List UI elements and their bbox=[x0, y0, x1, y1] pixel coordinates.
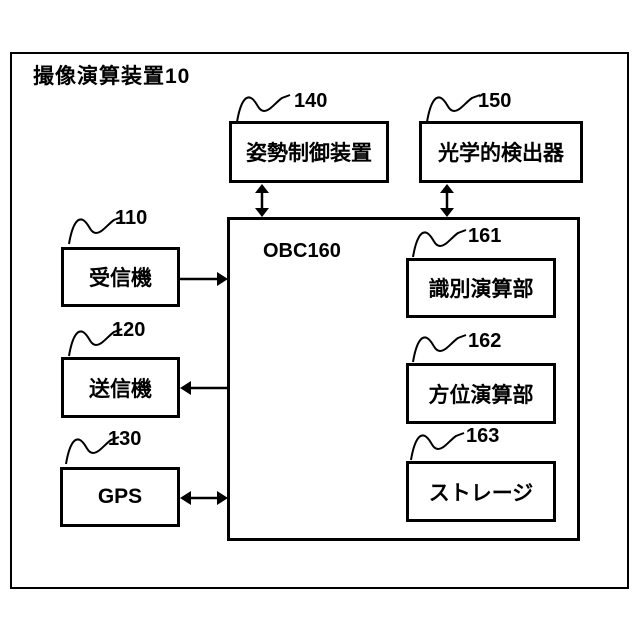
ref-label-161: 161 bbox=[468, 225, 502, 247]
ref-label-140: 140 bbox=[294, 90, 328, 112]
arrow-gps-obc-bidirectional-icon bbox=[180, 491, 228, 505]
lead-line-162-icon bbox=[412, 334, 467, 363]
block-optical-detector: 光学的検出器 bbox=[419, 121, 583, 183]
lead-line-163-icon bbox=[410, 432, 465, 461]
block-receiver: 受信機 bbox=[61, 247, 180, 307]
lead-line-140-icon bbox=[236, 94, 291, 123]
block-attitude-control-label: 姿勢制御装置 bbox=[246, 142, 372, 165]
block-azimuth-unit: 方位演算部 bbox=[406, 363, 556, 424]
ref-label-120: 120 bbox=[112, 319, 146, 341]
arrow-receiver-to-obc-icon bbox=[180, 272, 228, 286]
block-gps: GPS bbox=[60, 467, 180, 527]
ref-label-130: 130 bbox=[108, 428, 142, 450]
block-attitude-control: 姿勢制御装置 bbox=[229, 121, 389, 183]
block-storage: ストレージ bbox=[406, 461, 556, 522]
lead-line-110-icon bbox=[68, 216, 123, 245]
ref-label-162: 162 bbox=[468, 330, 502, 352]
block-identification-unit-label: 識別演算部 bbox=[428, 278, 534, 301]
ref-label-163: 163 bbox=[466, 425, 500, 447]
block-azimuth-unit-label: 方位演算部 bbox=[428, 383, 534, 407]
lead-line-161-icon bbox=[412, 229, 467, 258]
ref-label-150: 150 bbox=[478, 90, 512, 112]
block-optical-detector-label: 光学的検出器 bbox=[438, 142, 564, 165]
block-storage-label: ストレージ bbox=[428, 481, 534, 505]
ref-label-110: 110 bbox=[115, 207, 148, 229]
block-identification-unit: 識別演算部 bbox=[406, 258, 556, 318]
arrow-attitude-obc-bidirectional-icon bbox=[255, 184, 269, 217]
block-transmitter: 送信機 bbox=[61, 357, 180, 418]
block-receiver-label: 受信機 bbox=[89, 267, 152, 290]
lead-line-120-icon bbox=[68, 328, 123, 357]
arrow-obc-to-transmitter-icon bbox=[180, 381, 228, 395]
block-transmitter-label: 送信機 bbox=[89, 377, 152, 401]
arrow-optical-obc-bidirectional-icon bbox=[440, 184, 454, 217]
lead-line-150-icon bbox=[426, 94, 481, 123]
lead-line-130-icon bbox=[65, 436, 120, 465]
block-gps-label: GPS bbox=[97, 485, 143, 508]
diagram-title: 撮像演算装置10 bbox=[33, 65, 191, 88]
block-obc-label: OBC160 bbox=[263, 240, 341, 262]
